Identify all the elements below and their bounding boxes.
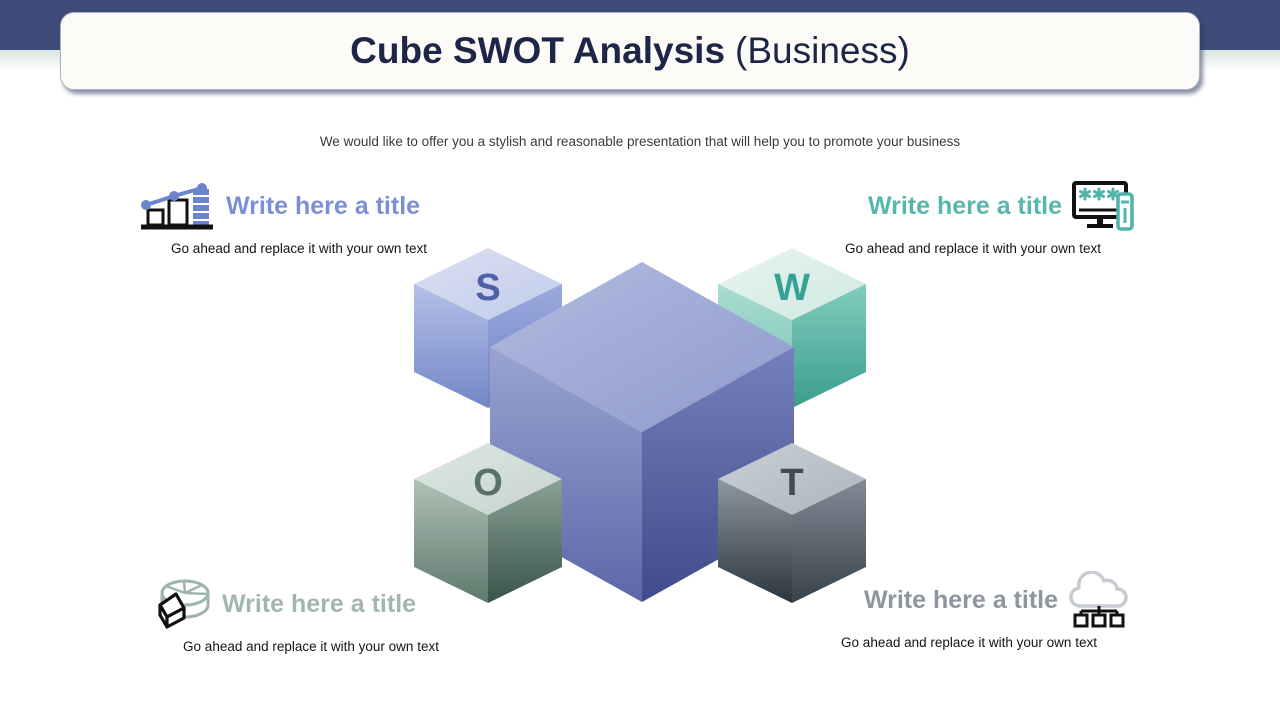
cube-threats-face-right [792, 479, 866, 603]
cube-opportunities-face-left [414, 479, 488, 603]
cube-letter-w: W [774, 267, 810, 309]
quadrant-threats-header: Write here a title [808, 571, 1130, 629]
cube-letter-o: O [473, 462, 503, 504]
quadrant-threats-title: Write here a title [863, 585, 1058, 614]
quadrant-opportunities-title: Write here a title [222, 589, 417, 618]
quadrant-threats-description: Go ahead and replace it with your own te… [841, 635, 1097, 650]
cube-opportunities-face-right [488, 479, 562, 603]
title-box: Cube SWOT Analysis(Business) [60, 12, 1200, 90]
slide-subtitle: We would like to offer you a stylish and… [319, 134, 961, 149]
quadrant-weaknesses: Write here a title Go ahead and replace … [812, 178, 1134, 256]
cube-letter-t: T [780, 462, 803, 504]
cube-letter-s: S [475, 267, 500, 309]
cube-weaknesses-face-right [792, 284, 866, 408]
page-title-sub: (Business) [735, 30, 910, 71]
quadrant-opportunities-description: Go ahead and replace it with your own te… [183, 639, 439, 654]
quadrant-strengths-header: Write here a title [138, 178, 460, 234]
quadrant-opportunities: Write here a title Go ahead and replace … [150, 576, 472, 654]
bar-chart-icon [138, 181, 216, 231]
cloud-network-icon [1068, 571, 1130, 629]
quadrant-opportunities-header: Write here a title [150, 576, 472, 632]
quadrant-weaknesses-header: Write here a title [812, 178, 1134, 234]
quadrant-threats: Write here a title Go ahead and replace … [808, 571, 1130, 650]
page-title: Cube SWOT Analysis(Business) [350, 30, 910, 72]
quadrant-strengths: Write here a title Go ahead and replace … [138, 178, 460, 256]
pie-chart-icon [150, 576, 212, 632]
cube-strengths-face-left [414, 284, 488, 408]
cube-opportunities: O [414, 443, 562, 603]
quadrant-strengths-description: Go ahead and replace it with your own te… [171, 241, 427, 256]
page-title-main: Cube SWOT Analysis [350, 30, 726, 71]
quadrant-strengths-title: Write here a title [226, 191, 421, 220]
quadrant-weaknesses-description: Go ahead and replace it with your own te… [845, 241, 1101, 256]
monitor-password-icon [1072, 181, 1134, 231]
swot-cube-figure: S W O T [414, 248, 866, 603]
cube-threats: T [718, 443, 866, 603]
quadrant-weaknesses-title: Write here a title [867, 191, 1062, 220]
cube-threats-face-left [718, 479, 792, 603]
